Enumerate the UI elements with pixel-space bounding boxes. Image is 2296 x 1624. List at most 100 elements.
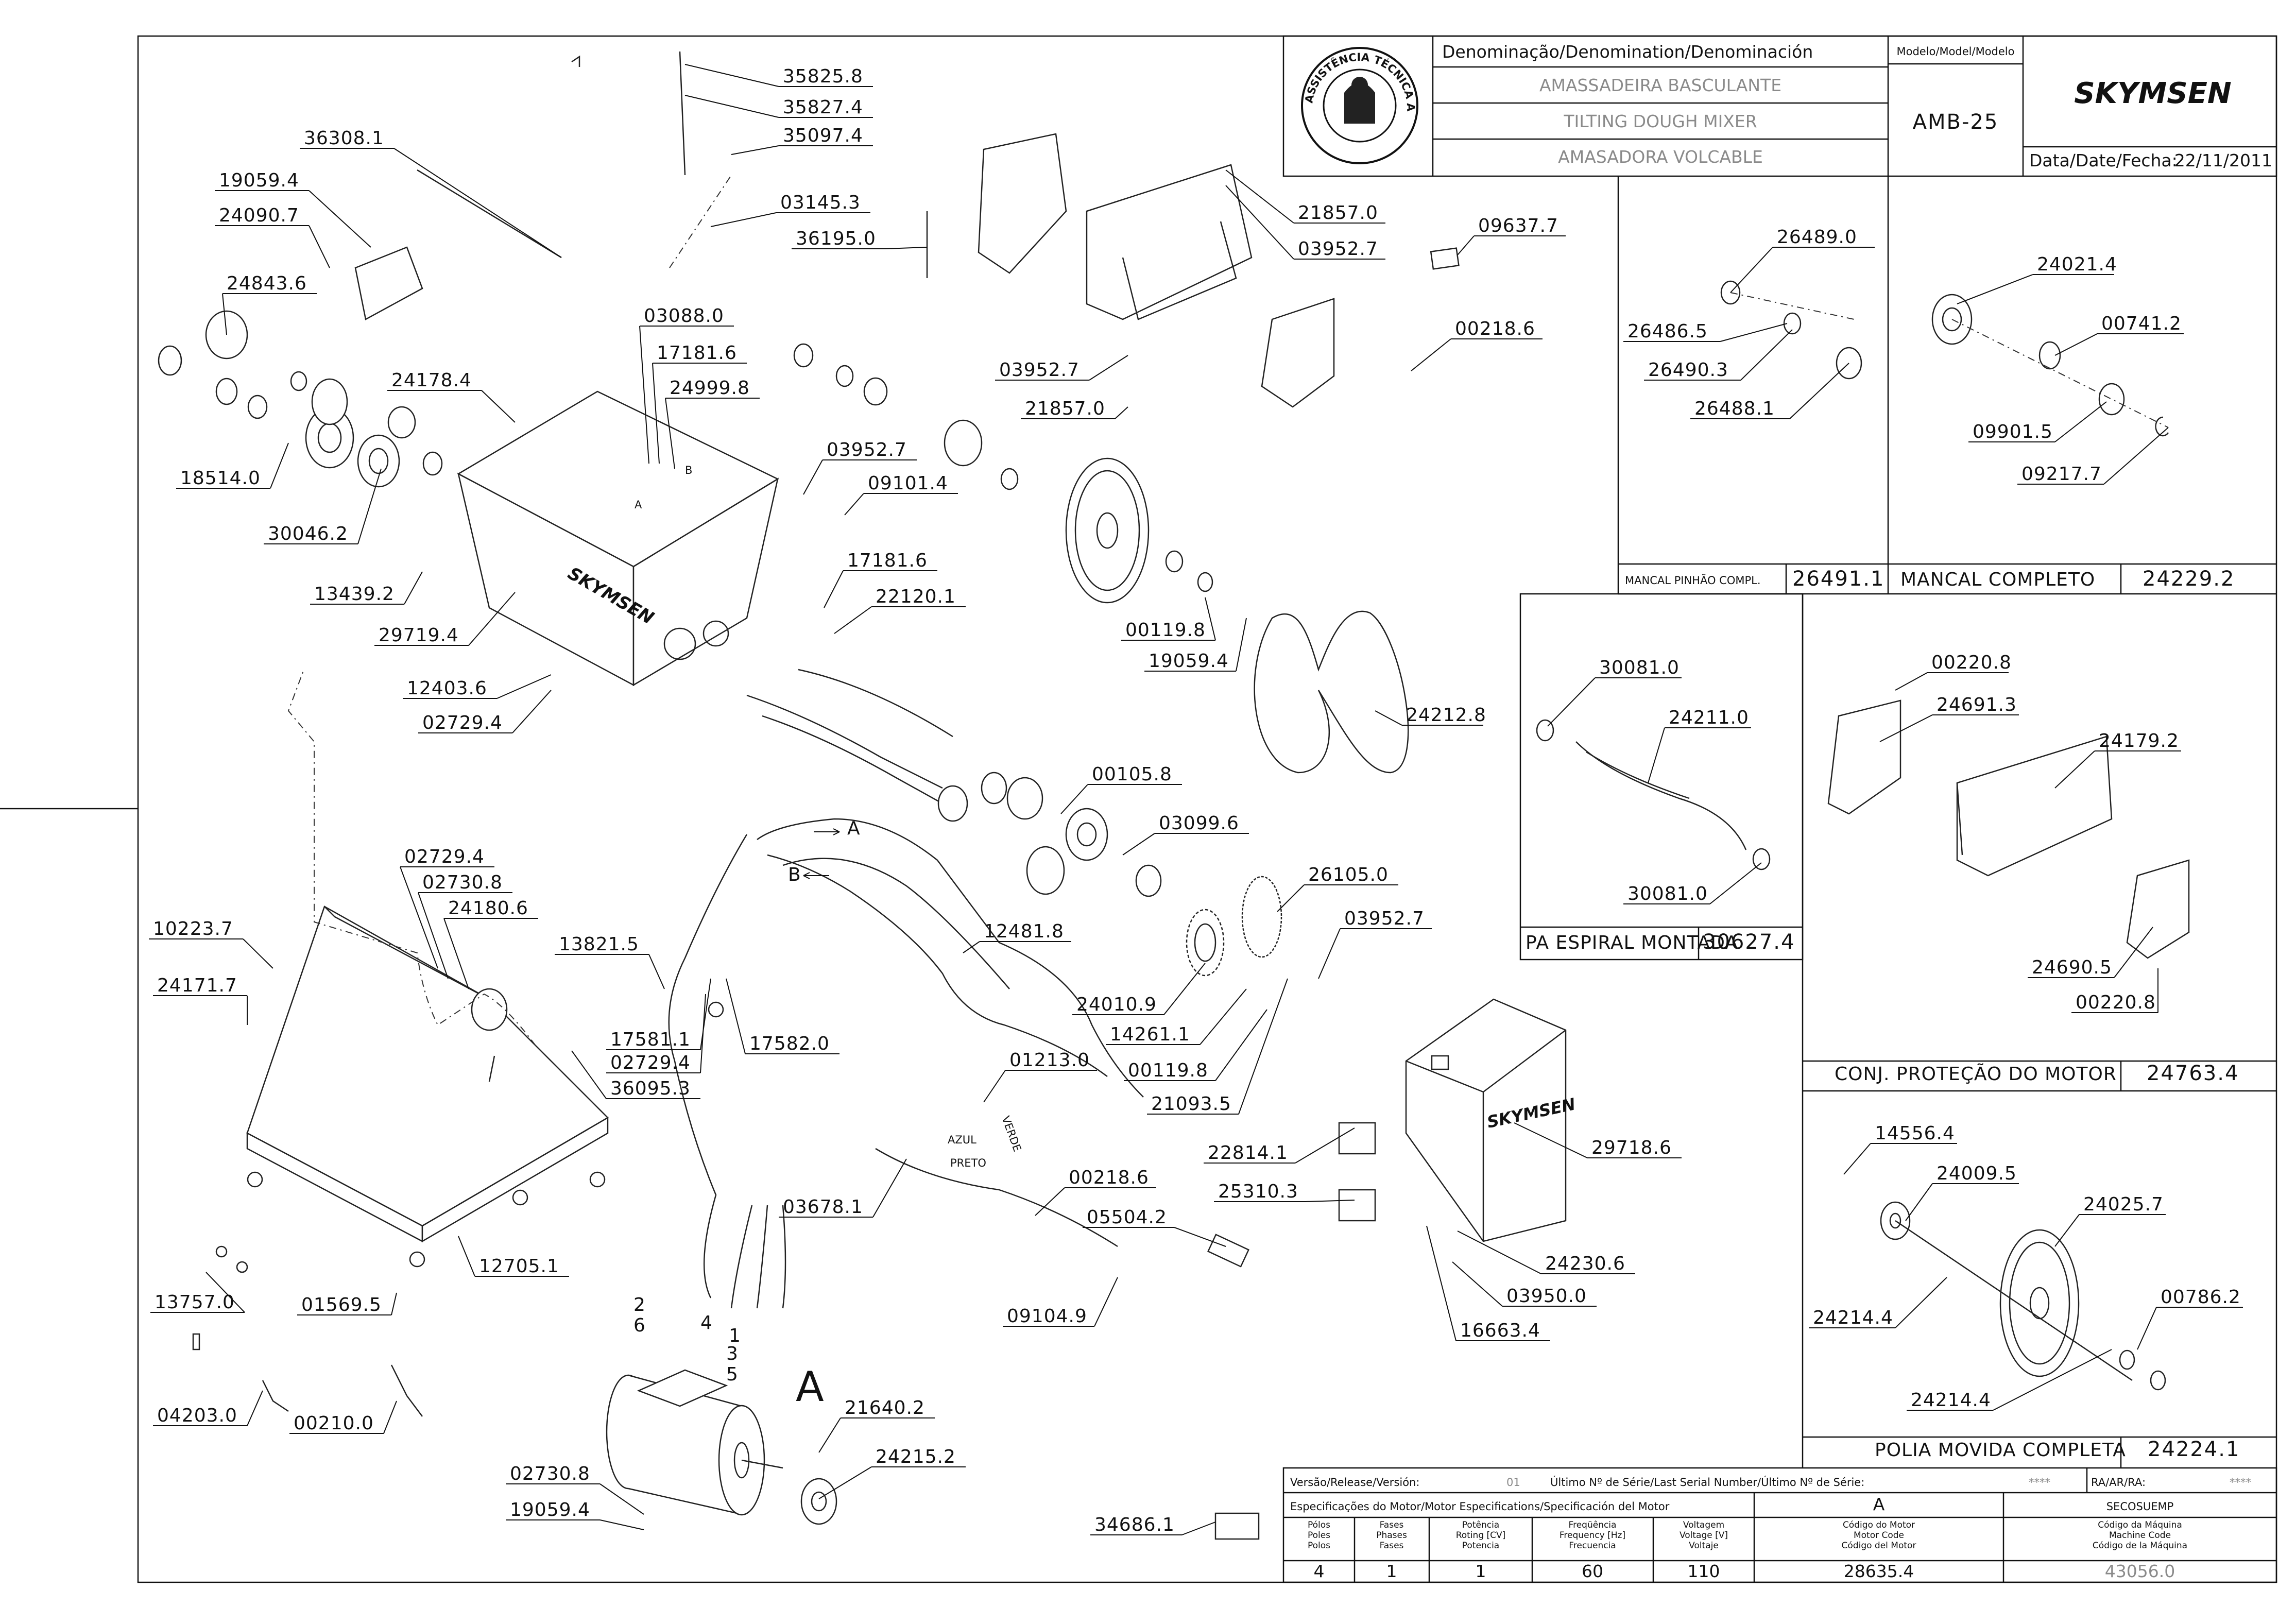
part-number-text: 17581.1 [610, 1029, 691, 1050]
inset-part-label: 24690.5 [2028, 927, 2153, 978]
part-number-text: 36195.0 [796, 228, 876, 249]
part-label: 01569.5 [297, 1292, 397, 1315]
part-label: 02729.4 [400, 846, 494, 969]
part-label: 21640.2 [818, 1397, 935, 1453]
part-label: 02729.4 [606, 994, 706, 1073]
serial-value: **** [2029, 1476, 2050, 1489]
inset-caption: MANCAL COMPLETO [1900, 569, 2095, 590]
part-label: 21857.0 [1225, 169, 1385, 224]
leader-line [599, 1519, 644, 1530]
part-label: 05504.2 [1083, 1207, 1226, 1247]
inset-part-number: 24009.5 [1937, 1163, 2017, 1184]
part-number-text: 13439.2 [314, 584, 395, 605]
seal-text: ASSISTÊNCIA TÉCNICA AUTORIZADA [0, 0, 1417, 112]
part-label: 00218.6 [1035, 1167, 1156, 1216]
inset-part-label: 24025.7 [2054, 1194, 2166, 1247]
part-number-text: 17582.0 [749, 1033, 830, 1054]
part-number-text: 29718.6 [1591, 1137, 1672, 1158]
inset-part-number: 24021.4 [2037, 254, 2117, 275]
wire-verde: VERDE [999, 1115, 1023, 1154]
spec-column-header: Frequency [Hz] [1560, 1530, 1625, 1541]
leader-line [684, 95, 779, 118]
leader-line [710, 212, 777, 227]
part-label: 00218.6 [1411, 318, 1543, 371]
arrow-a-label: A [847, 818, 861, 839]
part-label: 02729.4 [418, 690, 552, 733]
leader-line [1200, 988, 1247, 1045]
part-number-text: 03145.3 [780, 192, 861, 213]
leader-line [818, 1417, 841, 1453]
part-label: 12481.8 [963, 921, 1071, 953]
inset-part-label: 24214.4 [1809, 1277, 1947, 1328]
leader-line [458, 1236, 475, 1277]
part-number-text: 24010.9 [1076, 994, 1157, 1015]
part-number-text: 03088.0 [644, 305, 724, 327]
spec-column-header: Fases [1380, 1541, 1404, 1551]
denomination-header: Denominação/Denomination/Denominación [1442, 42, 1813, 62]
part-number-text: 01569.5 [301, 1294, 382, 1315]
part-number-text: 03099.6 [1159, 813, 1239, 834]
leader-line [639, 326, 649, 464]
spec-column-header: Phases [1376, 1530, 1407, 1541]
inset-part-number: 26490.3 [1648, 360, 1728, 381]
leader-line [443, 918, 469, 989]
part-number-text: 12481.8 [984, 921, 1064, 942]
spec-column-header: Polos [1308, 1541, 1330, 1551]
inset-part-number: 24214.4 [1911, 1390, 1991, 1411]
spec-column-header: Motor Code [1854, 1530, 1904, 1541]
spec-column-header: Código del Motor [1842, 1541, 1916, 1551]
leader-line [1375, 710, 1402, 726]
leader-line [243, 938, 273, 969]
inset-part-label: 26489.0 [1730, 227, 1875, 293]
part-number-text: 24230.6 [1545, 1253, 1625, 1274]
leader-line [684, 64, 779, 87]
leader-line [1452, 1261, 1503, 1307]
date-value: 22/11/2011 [2174, 150, 2272, 170]
inset-code: 24229.2 [2143, 567, 2235, 591]
inset-part-number: 24025.7 [2083, 1194, 2164, 1215]
spec-column-header: Potência [1462, 1520, 1499, 1530]
part-label: 24843.6 [222, 273, 317, 335]
product-name-pt: AMASSADEIRA BASCULANTE [1539, 75, 1781, 95]
inset-part-label: 00220.8 [1895, 652, 2011, 691]
inset-caption: PA ESPIRAL MONTADA [1526, 932, 1738, 953]
part-number-text: 21857.0 [1298, 202, 1378, 224]
leader-line [1236, 618, 1247, 672]
spec-column-header: Frecuencia [1569, 1541, 1616, 1551]
part-label: 09637.7 [1457, 215, 1566, 255]
part-number-text: 02729.4 [422, 712, 503, 733]
inset-part-number: 00741.2 [2101, 313, 2182, 334]
arrow-a-small: A [635, 499, 642, 511]
part-number-text: 09101.4 [868, 473, 948, 494]
leader-line [1426, 1225, 1457, 1341]
inset-frames [1519, 176, 2276, 1468]
part-number-text: 00119.8 [1128, 1060, 1208, 1081]
part-number-text: 19059.4 [510, 1499, 590, 1520]
inset-part-number: 24179.2 [2099, 730, 2179, 751]
part-number-text: 00210.0 [294, 1413, 374, 1434]
spec-column-header: Roting [CV] [1456, 1530, 1506, 1541]
title-block: ASSISTÊNCIA TÉCNICA AUTORIZADA Denominaç… [0, 0, 2277, 177]
leader-line [648, 954, 665, 989]
part-label: 22120.1 [834, 586, 966, 634]
inset-part-number: 09217.7 [2021, 464, 2102, 485]
part-number-text: 25310.3 [1218, 1181, 1298, 1202]
leader-line [391, 1292, 397, 1315]
leader-line [400, 866, 438, 969]
part-label: 13439.2 [310, 571, 423, 605]
part-label: 24999.8 [665, 378, 760, 469]
spec-table: Versão/Release/Versión: 01 Último Nº de … [1282, 1467, 2277, 1583]
part-number-text: 02729.4 [404, 846, 485, 867]
leader-line [357, 468, 382, 544]
motor-wire-number: 4 [700, 1312, 713, 1334]
part-label: 03950.0 [1452, 1261, 1597, 1307]
inset-part-label: 30081.0 [1547, 657, 1682, 727]
leader-line [1238, 978, 1288, 1115]
spec-value: 1 [1386, 1561, 1397, 1581]
leader-line [393, 148, 562, 258]
leader-line [885, 247, 928, 249]
leader-line [270, 442, 289, 489]
part-label: 24090.7 [215, 205, 330, 268]
spec-column-header: Pólos [1308, 1520, 1330, 1530]
inset-part-number: 30081.0 [1627, 883, 1708, 904]
